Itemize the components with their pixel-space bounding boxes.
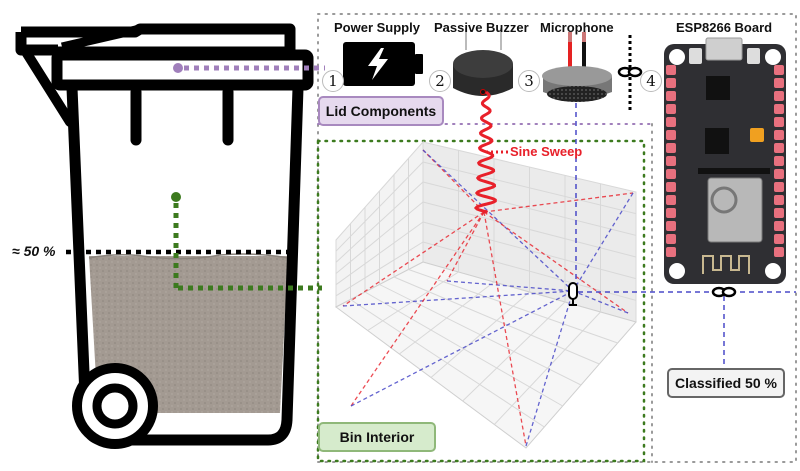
lid-connector — [173, 63, 325, 73]
ray-reflection — [572, 290, 629, 314]
esp-pin-left — [666, 208, 676, 218]
ray-source — [483, 211, 629, 314]
lid-dotted-frame — [317, 123, 653, 463]
passive-buzzer-icon — [453, 28, 513, 96]
step-number-1: 1 — [322, 70, 344, 92]
esp-pin-right — [774, 182, 784, 192]
grid-line — [493, 311, 601, 425]
trash-bin-illustration — [15, 23, 314, 449]
step-number-2: 2 — [429, 70, 451, 92]
esp-pin-right — [774, 247, 784, 257]
esp-pin-right — [774, 195, 784, 205]
esp8266-board — [664, 37, 786, 284]
esp-pin-left — [666, 78, 676, 88]
esp-pin-left — [666, 221, 676, 231]
interior-connector — [171, 192, 322, 291]
esp-pin-right — [774, 65, 784, 75]
link-icon — [617, 66, 643, 78]
esp-pin-right — [774, 130, 784, 140]
esp-pin-left — [666, 169, 676, 179]
esp-pin-right — [774, 91, 784, 101]
battery-icon — [343, 42, 423, 86]
ray-source — [483, 211, 527, 447]
microphone-label: Microphone — [540, 20, 614, 35]
esp-pin-right — [774, 78, 784, 88]
ray-reflection — [525, 290, 574, 447]
ray-reflection — [446, 280, 574, 292]
ray-reflection — [342, 290, 574, 307]
esp-pin-left — [666, 117, 676, 127]
esp-pin-right — [774, 117, 784, 127]
ray-source — [350, 211, 485, 407]
microphone-marker-icon — [568, 282, 578, 306]
ray-source — [342, 211, 485, 307]
esp-pin-left — [666, 195, 676, 205]
esp-pin-left — [666, 156, 676, 166]
sine-sweep-label: Sine Sweep — [510, 144, 583, 159]
esp-pin-left — [666, 91, 676, 101]
grid-line — [422, 241, 637, 301]
esp-pin-left — [666, 234, 676, 244]
acoustic-rays — [342, 149, 634, 447]
esp-pin-left — [666, 182, 676, 192]
fill-level-label: ≈ 50 % — [12, 243, 56, 259]
grid-line — [335, 241, 424, 297]
esp-pin-right — [774, 156, 784, 166]
esp-pin-headers — [666, 65, 784, 257]
esp-pin-right — [774, 221, 784, 231]
esp-pin-left — [666, 247, 676, 257]
microphone-icon — [542, 32, 612, 102]
ray-reflection — [422, 149, 574, 292]
step-number-4: 4 — [640, 70, 662, 92]
step-number-3: 3 — [518, 70, 540, 92]
esp-pin-left — [666, 65, 676, 75]
plot-grid — [335, 150, 637, 428]
esp-pin-right — [774, 208, 784, 218]
classified-result-tag: Classified 50 % — [667, 368, 785, 398]
esp-pin-right — [774, 143, 784, 153]
power-supply-label: Power Supply — [334, 20, 420, 35]
esp-pin-left — [666, 104, 676, 114]
esp-pin-left — [666, 143, 676, 153]
esp-pin-left — [666, 130, 676, 140]
link-icon — [711, 286, 737, 298]
esp-pin-right — [774, 169, 784, 179]
passive-buzzer-label: Passive Buzzer — [434, 20, 529, 35]
bin-dotted-frame — [316, 139, 646, 463]
esp-pin-right — [774, 234, 784, 244]
esp-pin-right — [774, 104, 784, 114]
lid-components-tag: Lid Components — [318, 96, 444, 126]
esp-board-label: ESP8266 Board — [676, 20, 773, 35]
bin-interior-tag: Bin Interior — [318, 422, 436, 452]
ray-reflection — [572, 192, 634, 292]
room-3d-plot — [335, 140, 637, 449]
ray-source — [446, 211, 485, 282]
